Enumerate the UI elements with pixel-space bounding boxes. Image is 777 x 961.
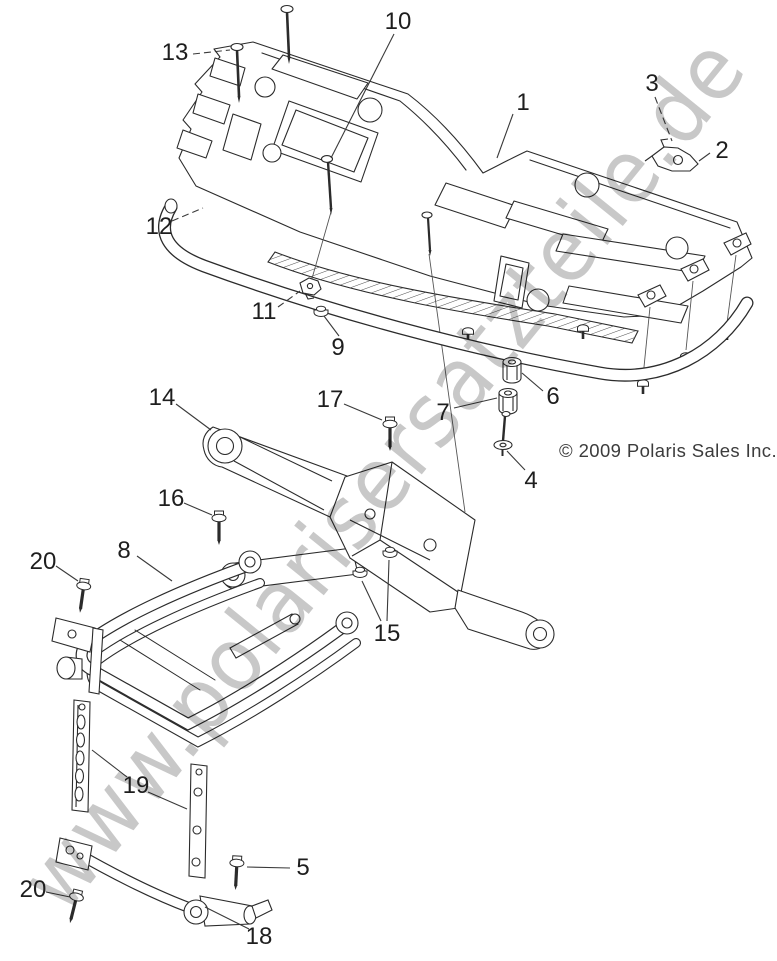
leader-line-4 xyxy=(507,451,525,470)
leader-line-18 xyxy=(205,907,249,929)
lower-bracket-18 xyxy=(56,838,272,926)
bolt-16 xyxy=(210,509,228,547)
leader-line-3 xyxy=(655,97,672,141)
leader-line-13 xyxy=(193,50,230,54)
leader-line-7 xyxy=(454,398,497,408)
bolt-5 xyxy=(226,854,246,892)
mount-rail-left xyxy=(72,700,90,812)
leader-line-12 xyxy=(172,208,203,221)
leader-line-9 xyxy=(324,316,339,336)
leader-line-15 xyxy=(387,560,389,621)
long-bolt-4 xyxy=(494,412,512,457)
leader-lines xyxy=(46,34,710,929)
leader-line-15 xyxy=(362,581,381,621)
bushing-stack xyxy=(499,358,521,415)
leader-line-5 xyxy=(247,867,290,868)
leader-line-1 xyxy=(497,114,513,158)
leader-line-20 xyxy=(56,566,78,581)
rack-mount-teeth xyxy=(638,233,751,307)
bolt-20-upper xyxy=(71,576,94,616)
assembly-lines xyxy=(311,212,736,512)
mount-rail-right xyxy=(189,764,207,878)
leader-line-19 xyxy=(148,792,187,809)
leader-line-16 xyxy=(184,503,212,515)
front-bumper-rail xyxy=(165,199,747,375)
latch-assembly xyxy=(645,139,698,171)
flange-nut-9 xyxy=(313,305,329,317)
fuel-clamp xyxy=(300,278,321,299)
leader-line-17 xyxy=(344,404,382,420)
leader-line-2 xyxy=(699,153,710,161)
leader-line-8 xyxy=(137,556,172,581)
leader-line-19 xyxy=(92,750,127,777)
front-rack-plate xyxy=(177,42,752,323)
leader-line-6 xyxy=(522,373,543,391)
rack-screws xyxy=(231,6,432,256)
leader-line-11 xyxy=(278,291,300,307)
rear-mount-rail xyxy=(268,252,638,343)
leader-line-14 xyxy=(176,404,211,430)
support-frame-8 xyxy=(52,551,358,742)
leader-line-20 xyxy=(46,892,70,897)
leader-line-10 xyxy=(331,34,394,158)
